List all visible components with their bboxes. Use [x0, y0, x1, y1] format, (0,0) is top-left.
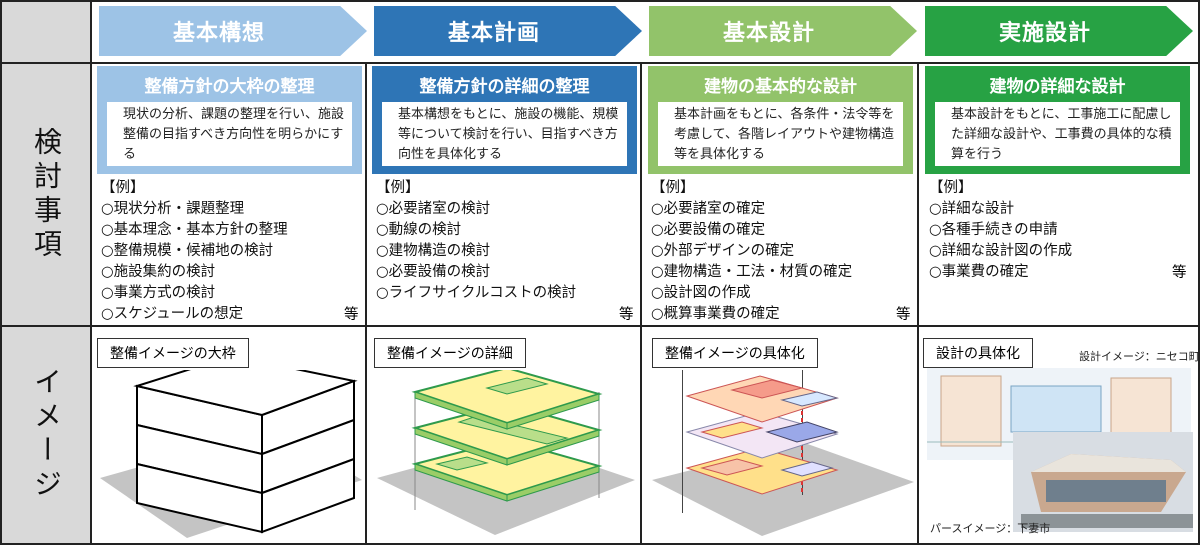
list-item: ○施設集約の検討 — [101, 264, 216, 280]
topic-desc-3: 基本計画をもとに、各条件・法令等を考慮して、各階レイアウトや建物構造等を具体化す… — [658, 102, 903, 166]
detailed-layout-illustration — [652, 370, 914, 536]
etc-label-1: 等 — [344, 307, 359, 323]
list-item: ○基本理念・基本方針の整理 — [101, 222, 288, 238]
row-label-image-text: イメージ — [30, 367, 63, 503]
image-label-3: 整備イメージの具体化 — [652, 338, 818, 368]
list-item: ○詳細な設計 — [929, 201, 1015, 217]
examples-list-4: 【例】 ○詳細な設計 ○各種手続きの申請 ○詳細な設計図の作成 ○事業費の確定 — [929, 178, 1197, 283]
list-item: ○設計図の作成 — [651, 285, 751, 301]
list-item: ○外部デザインの確定 — [651, 243, 795, 259]
plan-and-perspective-illustration — [927, 368, 1193, 532]
list-item: ○建物構造の検討 — [376, 243, 491, 259]
list-item: ○事業費の確定 — [929, 264, 1029, 280]
etc-label-4: 等 — [1172, 265, 1187, 281]
phase-chevron-3: 基本設計 — [649, 6, 917, 56]
topic-box-4: 建物の詳細な設計 基本設計をもとに、工事施工に配慮した詳細な設計や、工事費の具体… — [925, 66, 1190, 174]
image-label-2: 整備イメージの詳細 — [374, 338, 526, 368]
list-item: ○各種手続きの申請 — [929, 222, 1058, 238]
phase-label-3: 基本設計 — [722, 21, 815, 46]
phase-label-1: 基本構想 — [172, 21, 265, 46]
topic-title-3: 建物の基本的な設計 — [704, 76, 857, 97]
topic-desc-4: 基本設計をもとに、工事施工に配慮した詳細な設計や、工事費の具体的な積算を行う — [935, 102, 1180, 166]
topic-desc-2: 基本構想をもとに、施設の機能、規模等について検討を行い、目指すべき方向性を具体化… — [382, 102, 627, 166]
list-item: ○必要諸室の確定 — [651, 201, 766, 217]
row-label-image: イメージ — [0, 325, 92, 545]
phase-chevron-1: 基本構想 — [99, 6, 367, 56]
corner-cell — [0, 0, 92, 64]
list-item: ○動線の検討 — [376, 222, 462, 238]
design-image-caption: 設計イメージ：ニセコ町 — [1079, 350, 1200, 363]
massing-illustration — [100, 370, 362, 538]
row-label-study: 検討事項 — [0, 62, 92, 327]
topic-title-4: 建物の詳細な設計 — [989, 76, 1126, 97]
phase-chevron-2: 基本計画 — [374, 6, 642, 56]
image-label-4: 設計の具体化 — [923, 338, 1033, 368]
phase-label-4: 実施設計 — [998, 21, 1091, 46]
example-heading: 【例】 — [651, 180, 695, 196]
topic-title-1: 整備方針の大枠の整理 — [144, 76, 315, 97]
list-item: ○建物構造・工法・材質の確定 — [651, 264, 853, 280]
examples-list-1: 【例】 ○現状分析・課題整理 ○基本理念・基本方針の整理 ○整備規模・候補地の検… — [101, 178, 369, 325]
perspective-image-caption: パースイメージ：下妻市 — [930, 522, 1051, 535]
list-item: ○整備規模・候補地の検討 — [101, 243, 274, 259]
image-label-1: 整備イメージの大枠 — [97, 338, 249, 368]
example-heading: 【例】 — [101, 180, 145, 196]
list-item: ○必要設備の検討 — [376, 264, 491, 280]
examples-list-2: 【例】 ○必要諸室の検討 ○動線の検討 ○建物構造の検討 ○必要設備の検討 ○ラ… — [376, 178, 644, 304]
topic-box-3: 建物の基本的な設計 基本計画をもとに、各条件・法令等を考慮して、各階レイアウトや… — [648, 66, 913, 174]
row-label-study-text: 検討事項 — [30, 126, 63, 263]
topic-box-2: 整備方針の詳細の整理 基本構想をもとに、施設の機能、規模等について検討を行い、目… — [372, 66, 637, 174]
phase-chevron-4: 実施設計 — [925, 6, 1193, 56]
etc-label-3: 等 — [896, 307, 911, 323]
list-item: ○現状分析・課題整理 — [101, 201, 245, 217]
list-item: ○概算事業費の確定 — [651, 306, 780, 322]
topic-title-2: 整備方針の詳細の整理 — [419, 76, 590, 97]
examples-list-3: 【例】 ○必要諸室の確定 ○必要設備の確定 ○外部デザインの確定 ○建物構造・工… — [651, 178, 919, 325]
list-item: ○ライフサイクルコストの検討 — [376, 285, 577, 301]
example-heading: 【例】 — [929, 180, 973, 196]
example-heading: 【例】 — [376, 180, 420, 196]
topic-desc-1: 現状の分析、課題の整理を行い、施設整備の目指すべき方向性を明らかにする — [107, 102, 352, 166]
list-item: ○必要設備の確定 — [651, 222, 766, 238]
list-item: ○事業方式の検討 — [101, 285, 216, 301]
topic-box-1: 整備方針の大枠の整理 現状の分析、課題の整理を行い、施設整備の目指すべき方向性を… — [97, 66, 362, 174]
list-item: ○詳細な設計図の作成 — [929, 243, 1073, 259]
phase-label-2: 基本計画 — [447, 21, 540, 46]
list-item: ○必要諸室の検討 — [376, 201, 491, 217]
list-item: ○スケジュールの想定 — [101, 306, 244, 322]
floor-plate-illustration — [377, 370, 635, 535]
etc-label-2: 等 — [619, 307, 634, 323]
